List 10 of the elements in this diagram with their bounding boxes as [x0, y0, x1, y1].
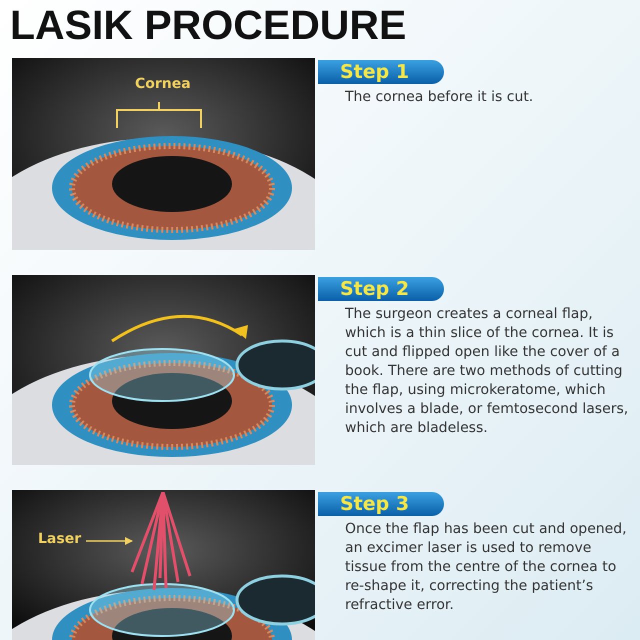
step-description: Once the flap has been cut and opened, an excimer laser is used to remove tissue from the centre of the cornea to re-shape it, correcting the patient’s refractive error.: [345, 520, 628, 615]
step-heading: Step 2: [318, 277, 444, 301]
step-heading: Step 1: [318, 60, 444, 84]
part-label: Cornea: [135, 76, 191, 92]
part-label: Laser: [38, 531, 82, 547]
step-description: The cornea before it is cut.: [345, 88, 534, 107]
page-title: LASIK PROCEDURE: [10, 2, 406, 49]
step-heading: Step 3: [318, 492, 444, 516]
step-description: The surgeon creates a corneal flap, which is a thin slice of the cornea. It is cut and flipped open like the cover of a book. There are two methods of cutting the flap, using microkeratome, which involves a blade, or femtosecond lasers, which are bladeless.: [345, 305, 630, 438]
leader-line: [86, 537, 133, 545]
